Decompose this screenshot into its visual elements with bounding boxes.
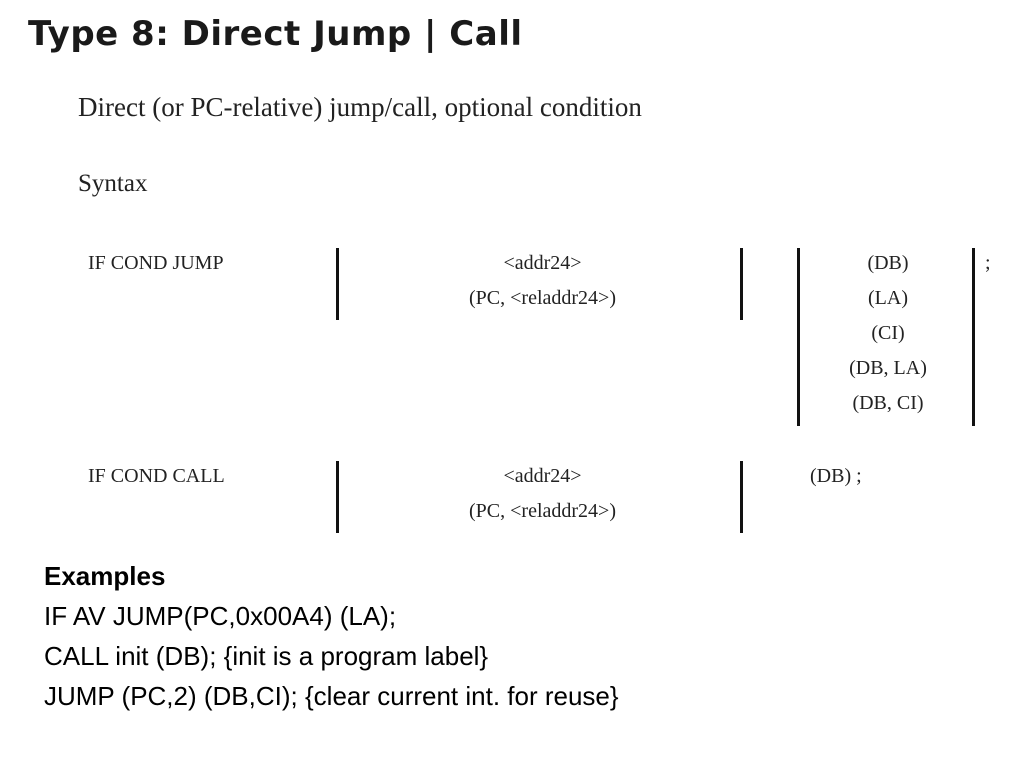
jump-addr-reladdr24: (PC, <reladdr24>) [469,287,616,309]
call-bar-left [336,461,339,533]
jump-bar-left [336,248,339,320]
example-line: JUMP (PC,2) (DB,CI); {clear current int.… [44,681,619,711]
examples-heading: Examples [44,561,166,591]
jump-terminator: ; [985,252,991,274]
jump-option-db-ci: (DB, CI) [852,392,924,414]
jump-option-ci: (CI) [871,322,905,344]
jump-bar-options-right [972,248,975,426]
syntax-heading: Syntax [78,170,148,197]
jump-option-db-la: (DB, LA) [849,357,927,379]
jump-option-db: (DB) [867,252,909,274]
jump-bar-middle [740,248,743,320]
examples-section: Examples IF AV JUMP(PC,0x00A4) (LA); CAL… [44,556,619,716]
call-addr-reladdr24: (PC, <reladdr24>) [469,500,616,522]
example-line: IF AV JUMP(PC,0x00A4) (LA); [44,601,397,631]
jump-option-la: (LA) [868,287,908,309]
description: Direct (or PC-relative) jump/call, optio… [78,92,642,122]
example-line: CALL init (DB); {init is a program label… [44,641,489,671]
call-keyword: IF COND CALL [88,465,225,487]
call-addr-addr24: <addr24> [503,465,582,487]
jump-bar-options-left [797,248,800,426]
jump-addr-addr24: <addr24> [503,252,582,274]
jump-keyword: IF COND JUMP [88,252,224,274]
call-bar-right [740,461,743,533]
call-options: (DB) ; [810,465,862,487]
slide-title: Type 8: Direct Jump | Call [28,14,523,54]
